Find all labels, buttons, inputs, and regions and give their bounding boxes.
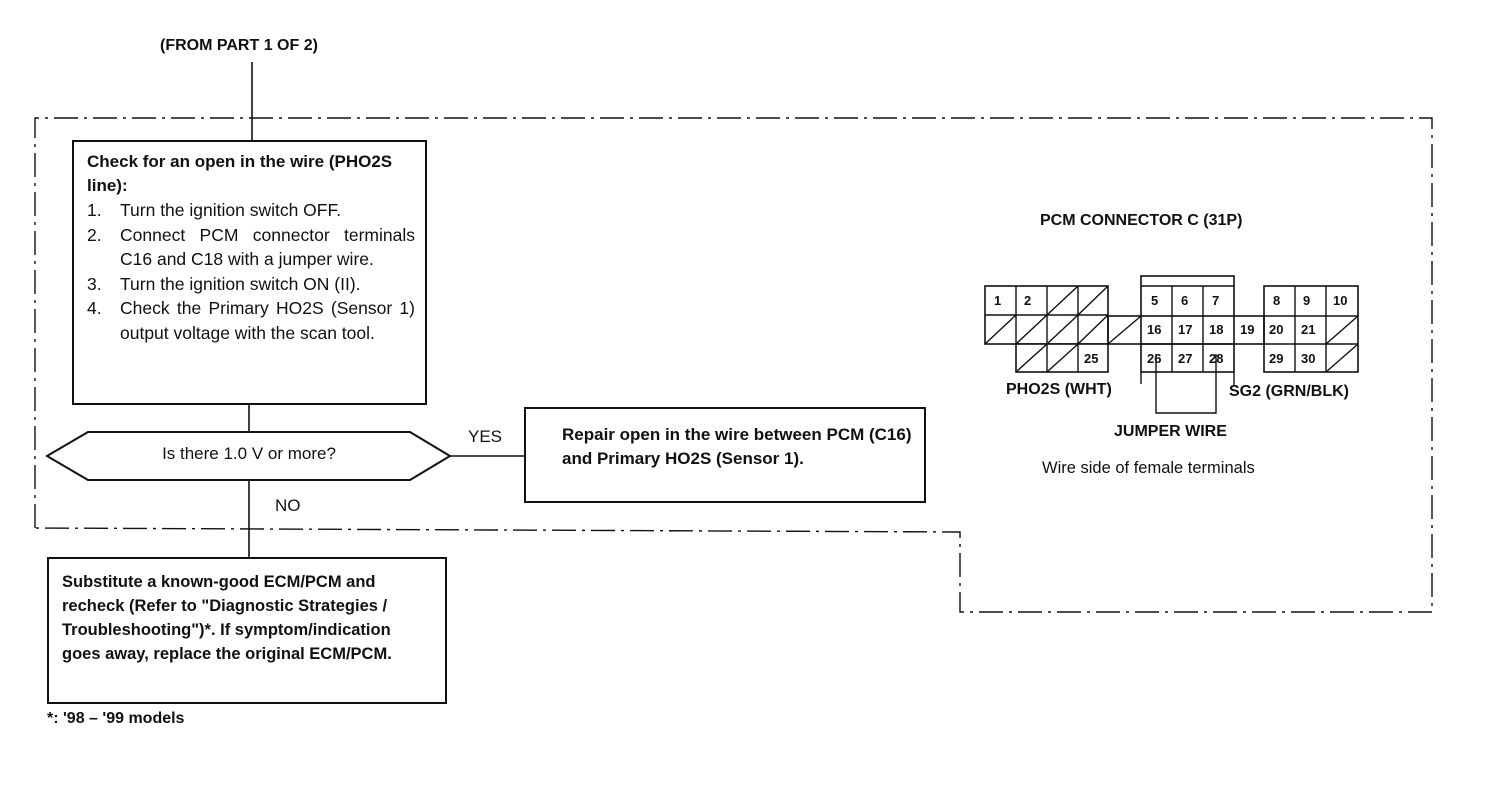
terminal-1: 1	[994, 293, 1001, 308]
terminal-30: 30	[1301, 351, 1315, 366]
check-step-2: 2. Connect PCM connector terminals C16 a…	[87, 224, 415, 270]
repair-box: Repair open in the wire between PCM (C16…	[524, 407, 926, 503]
terminal-27: 27	[1178, 351, 1192, 366]
terminal-25: 25	[1084, 351, 1098, 366]
terminal-7: 7	[1212, 293, 1219, 308]
check-step-4: 4. Check the Primary HO2S (Sensor 1) out…	[87, 298, 415, 343]
terminal-28: 28	[1209, 351, 1223, 366]
terminal-10: 10	[1333, 293, 1347, 308]
pho2s-label: PHO2S (WHT)	[1006, 381, 1112, 398]
sg2-label: SG2 (GRN/BLK)	[1229, 383, 1349, 400]
connector-caption: Wire side of female terminals	[1042, 459, 1255, 477]
check-open-box: Check for an open in the wire (PHO2S lin…	[72, 140, 427, 405]
check-step-3: 3. Turn the ignition switch ON (II).	[87, 273, 361, 294]
terminal-8: 8	[1273, 293, 1280, 308]
terminal-21: 21	[1301, 322, 1315, 337]
decision-question: Is there 1.0 V or more?	[162, 444, 336, 463]
no-label: NO	[275, 496, 301, 515]
dashed-frame	[34, 117, 1433, 613]
yes-label: YES	[468, 427, 503, 446]
check-heading: Check for an open in the wire (PHO2S lin…	[87, 152, 393, 195]
terminal-26: 26	[1147, 351, 1161, 366]
jumper-wire-label: JUMPER WIRE	[1114, 423, 1227, 440]
from-part-label: (FROM PART 1 OF 2)	[160, 37, 318, 54]
substitute-box: Substitute a known-good ECM/PCM and rech…	[47, 557, 447, 704]
terminal-17: 17	[1178, 322, 1192, 337]
terminal-18: 18	[1209, 322, 1223, 337]
terminal-5: 5	[1151, 293, 1158, 308]
terminal-16: 16	[1147, 322, 1161, 337]
connector-title: PCM CONNECTOR C (31P)	[1040, 212, 1243, 229]
decision-shape	[45, 431, 452, 481]
footnote: *: '98 – '99 models	[47, 710, 185, 727]
terminal-2: 2	[1024, 293, 1031, 308]
terminal-29: 29	[1269, 351, 1283, 366]
terminal-6: 6	[1181, 293, 1188, 308]
terminal-19: 19	[1240, 322, 1254, 337]
check-step-1: 1. Turn the ignition switch OFF.	[87, 200, 342, 220]
terminal-20: 20	[1269, 322, 1283, 337]
terminal-9: 9	[1303, 293, 1310, 308]
jumper-wire	[1155, 354, 1217, 414]
